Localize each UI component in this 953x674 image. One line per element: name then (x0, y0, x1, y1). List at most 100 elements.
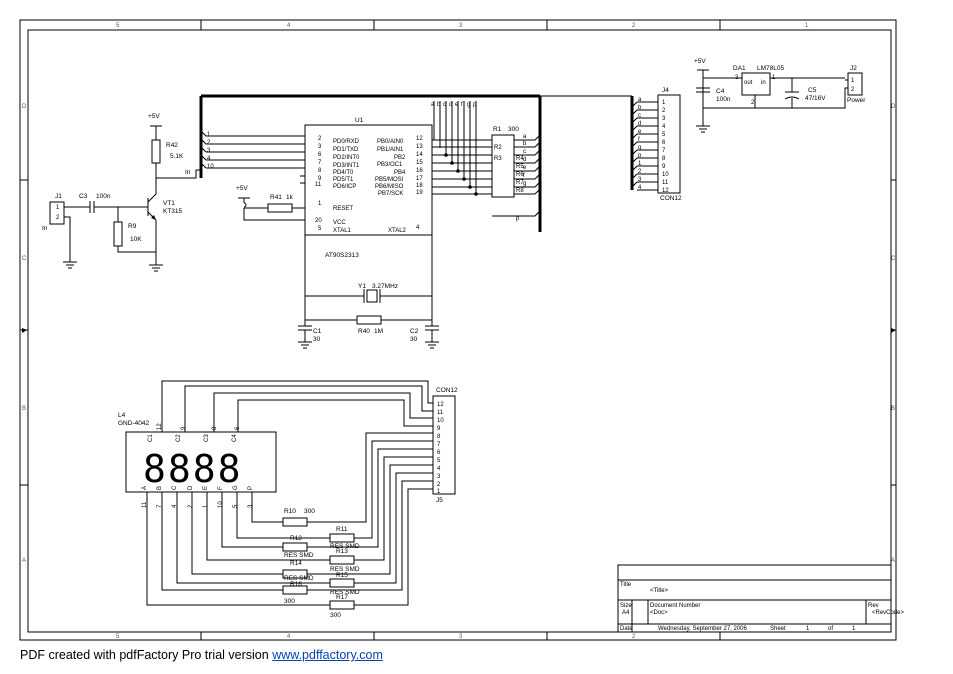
col-label: 3 (459, 23, 463, 29)
svg-text:R9: R9 (128, 223, 137, 230)
svg-text:G: G (233, 485, 239, 490)
svg-text:p: p (516, 216, 520, 222)
svg-text:a: a (523, 134, 527, 140)
wire (155, 126, 201, 194)
svg-text:PD3/INT1: PD3/INT1 (333, 163, 360, 169)
svg-text:17: 17 (416, 176, 423, 182)
svg-text:11: 11 (142, 501, 148, 508)
svg-text:P: P (248, 486, 254, 490)
row-label: B (22, 406, 26, 412)
svg-text:d: d (449, 102, 452, 108)
wire (146, 492, 330, 606)
svg-text:PD1/TXD: PD1/TXD (333, 147, 359, 153)
svg-text:RES SMD: RES SMD (330, 543, 360, 550)
svg-text:C2: C2 (176, 434, 182, 442)
svg-text:R16: R16 (290, 581, 302, 588)
svg-text:g: g (638, 145, 641, 151)
svg-text:g: g (467, 102, 470, 108)
svg-text:RES SMD: RES SMD (330, 589, 360, 596)
svg-text:5: 5 (233, 504, 239, 508)
footer-text: PDF created with pdfFactory Pro trial ve… (20, 648, 273, 662)
svg-text:U1: U1 (355, 117, 364, 124)
svg-text:PB3/OC1: PB3/OC1 (377, 162, 403, 168)
bus-entry-letters-right: a b c d e f g p (516, 134, 527, 222)
svg-text:b: b (638, 105, 642, 111)
svg-text:PD5/T1: PD5/T1 (333, 177, 354, 183)
svg-text:R5: R5 (516, 164, 524, 170)
svg-text:RESET: RESET (333, 206, 353, 212)
svg-text:F: F (218, 486, 224, 490)
svg-text:CON12: CON12 (436, 387, 458, 394)
svg-text:R14: R14 (290, 560, 302, 567)
col-label: 4 (287, 634, 291, 640)
col-label: 5 (116, 23, 120, 29)
svg-text:2: 2 (56, 215, 60, 221)
svg-text:1: 1 (662, 100, 666, 106)
svg-text:3: 3 (662, 116, 666, 122)
svg-text:g: g (523, 181, 526, 187)
svg-text:8: 8 (437, 434, 441, 440)
svg-text:B: B (157, 486, 163, 490)
svg-text:R40: R40 (358, 328, 370, 335)
svg-text:KT315: KT315 (163, 208, 183, 215)
svg-text:5: 5 (437, 458, 441, 464)
svg-text:8: 8 (318, 168, 322, 174)
svg-text:11: 11 (662, 180, 669, 186)
svg-text:C2: C2 (410, 328, 419, 335)
col-label: 2 (632, 23, 636, 29)
of-label: of (828, 626, 833, 632)
connector-j5: GND-4042 CON12 J5 12 11 10 9 8 7 6 5 4 3… (432, 387, 458, 504)
j4-net-labels: a b c d e f g p 1 2 3 4 (638, 97, 642, 191)
svg-text:2: 2 (318, 136, 322, 142)
svg-text:7: 7 (437, 442, 441, 448)
footer-link[interactable]: www.pdffactory.com (272, 648, 383, 662)
svg-text:PB2: PB2 (394, 155, 406, 161)
svg-text:1k: 1k (286, 194, 294, 201)
svg-text:C5: C5 (808, 87, 817, 94)
display-digits: 8888 (143, 447, 243, 491)
svg-text:DA1: DA1 (733, 65, 746, 72)
vcc-symbol: +5V (148, 113, 162, 127)
wire (243, 198, 305, 221)
svg-text:2: 2 (437, 482, 441, 488)
svg-text:CON12: CON12 (660, 195, 682, 202)
svg-text:XTAL2: XTAL2 (388, 228, 407, 234)
svg-text:R4: R4 (516, 156, 524, 162)
wire (206, 135, 305, 169)
rev-label: Rev (868, 603, 879, 609)
resistor-r9: R9 10K (113, 221, 142, 247)
svg-text:4: 4 (172, 504, 178, 508)
col-label: 1 (805, 23, 809, 29)
svg-text:100n: 100n (96, 193, 111, 200)
svg-text:C4: C4 (716, 88, 725, 95)
svg-text:16: 16 (416, 168, 423, 174)
svg-text:2: 2 (207, 140, 211, 146)
svg-text:3: 3 (248, 504, 254, 508)
frame-arrow (22, 328, 27, 333)
vcc-symbol: +5V (694, 58, 709, 71)
svg-text:PB6/MISO: PB6/MISO (375, 184, 404, 190)
svg-text:PD2/INT0: PD2/INT0 (333, 155, 360, 161)
wire (702, 70, 848, 126)
row-label: D (22, 104, 27, 110)
svg-text:2: 2 (751, 100, 755, 106)
svg-text:3: 3 (437, 474, 441, 480)
svg-text:R42: R42 (166, 142, 178, 149)
transistor-vt1: VT1 KT315 (147, 193, 183, 228)
rev-value: <RevCode> (872, 610, 905, 616)
svg-text:e: e (638, 129, 642, 135)
ground-symbol (149, 264, 163, 272)
svg-text:1: 1 (772, 75, 776, 81)
svg-text:R8: R8 (516, 188, 524, 194)
svg-text:30: 30 (313, 336, 321, 343)
svg-text:Y1: Y1 (358, 283, 366, 290)
svg-text:E: E (203, 486, 209, 490)
junctions (444, 153, 478, 196)
wire (161, 380, 437, 432)
svg-text:3: 3 (207, 148, 211, 154)
svg-text:12: 12 (157, 423, 163, 430)
wire (64, 206, 90, 262)
svg-text:c: c (523, 149, 526, 155)
svg-text:PD6/ICP: PD6/ICP (333, 184, 356, 190)
